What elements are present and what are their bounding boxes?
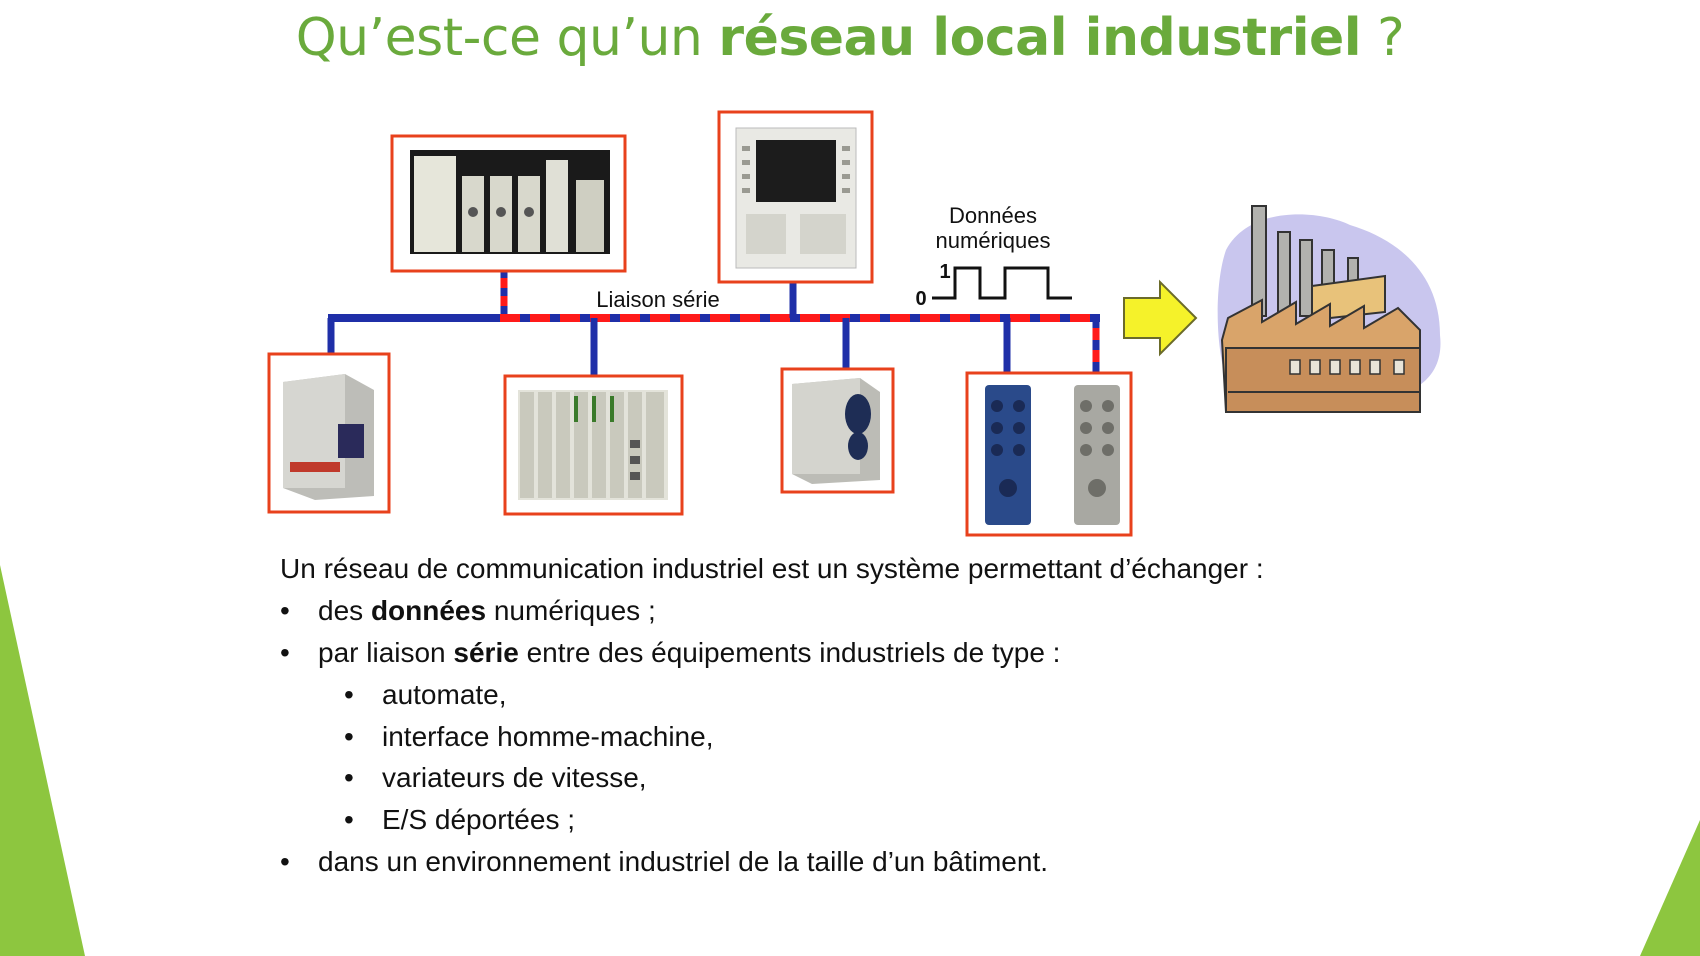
bullet-marker: • [280,637,290,668]
remote-io-blocks [965,371,1133,537]
left-green-triangle [0,565,85,956]
signal-high-label: 1 [939,261,950,283]
hmi-panel [717,110,874,284]
bullet-marker: • [344,762,354,793]
sub-item-text: E/S déportées ; [382,804,576,835]
sub-item-text: automate, [382,679,507,710]
signal-low-label: 0 [915,288,926,310]
title-bold: réseau local industriel [718,8,1362,68]
sub-item-text: interface homme-machine, [382,721,714,752]
factory-icon [1217,205,1441,413]
bullet-3-text: dans un environnement industriel de la t… [318,846,1049,877]
variable-speed-drive-large [267,352,391,514]
signal-label-line-1: Données [949,203,1037,228]
bullet-2-post: entre des équipements industriels de typ… [518,637,1061,668]
sub-item-text: variateurs de vitesse, [382,762,647,793]
slide-title: Qu’est-ce qu’un réseau local industriel … [0,2,1700,74]
title-part-2: ? [1361,8,1405,68]
bullet-marker: • [344,804,354,835]
arrow-right-icon [1123,279,1198,357]
title-part-1: Qu’est-ce qu’un [295,8,719,68]
intro-line: Un réseau de communication industriel es… [280,553,1264,584]
bullet-marker: • [280,846,290,877]
right-green-triangle [1640,820,1700,956]
bullet-marker: • [344,679,354,710]
bullet-1-bold: données [370,595,487,626]
plc-io-modules [503,374,684,516]
bullet-marker: • [280,595,290,626]
serial-bus [327,270,1100,386]
bullet-2-bold: série [453,637,519,668]
link-label: Liaison série [596,287,720,312]
bullet-2-pre: par liaison [318,637,454,668]
bullet-1-pre: des [318,595,371,626]
plc-rack [390,134,627,273]
digital-signal: Données numériques 1 0 [915,203,1072,310]
bullet-marker: • [344,721,354,752]
bullet-1-post: numériques ; [486,595,656,626]
signal-label-line-2: numériques [936,228,1051,253]
variable-speed-drive-small [780,367,895,494]
